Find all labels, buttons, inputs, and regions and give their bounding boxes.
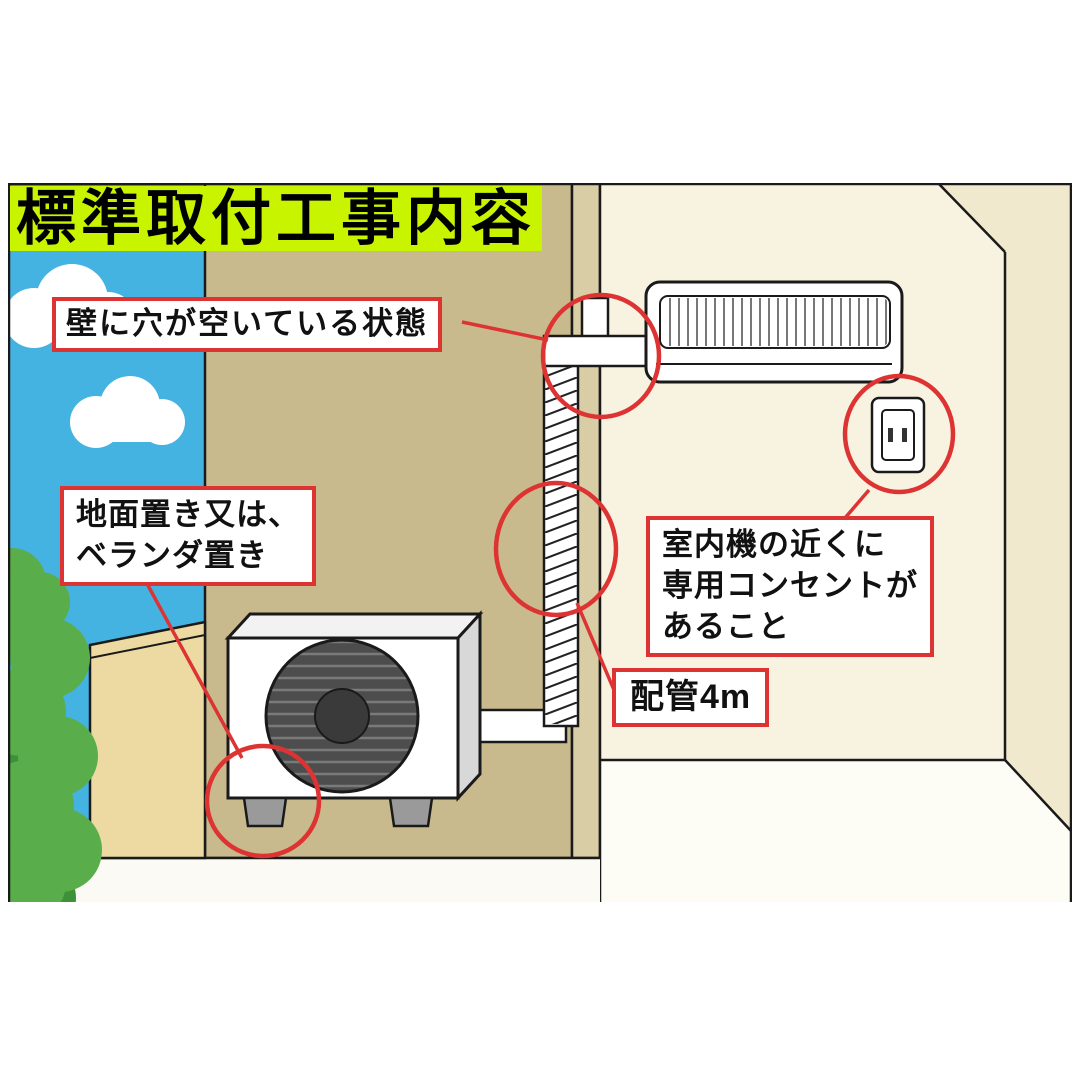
callout-outlet-line2: 専用コンセントが <box>662 567 918 603</box>
callout-wall-hole: 壁に穴が空いている状態 <box>52 297 443 352</box>
interior-back-wall <box>600 183 1072 760</box>
pipe-through-wall <box>542 334 656 368</box>
callout-placement-line1: 地面置き又は、 <box>76 497 300 532</box>
cloud <box>70 376 185 448</box>
callout-line-outlet <box>843 488 871 520</box>
callout-placement: 地面置き又は、 ベランダ置き <box>60 486 316 586</box>
callout-piping: 配管4m <box>612 668 770 727</box>
pipe-corrugated-vertical <box>542 362 580 728</box>
highlight-circle-wall-hole <box>540 292 662 420</box>
callout-piping-text: 配管4m <box>630 678 752 716</box>
callout-outlet: 室内機の近くに 専用コンセントが あること <box>646 516 934 657</box>
illustration-border <box>8 183 1072 902</box>
highlight-circle-piping <box>493 480 619 618</box>
highlight-circle-outdoor-unit-feet <box>204 743 322 859</box>
interior-floor <box>600 760 1072 902</box>
callout-outlet-line1: 室内機の近くに <box>662 527 886 562</box>
outdoor-unit-foot <box>388 796 434 828</box>
callout-wall-hole-text: 壁に穴が空いている状態 <box>66 306 429 341</box>
balcony-fence <box>88 620 207 860</box>
exterior-ground <box>8 858 600 902</box>
callout-line-placement <box>143 579 244 759</box>
callout-line-wall-hole <box>461 320 549 342</box>
power-outlet <box>870 396 926 474</box>
outdoor-unit-foot <box>242 796 288 828</box>
callout-placement-line2: ベランダ置き <box>76 537 268 573</box>
page-title: 標準取付工事内容 <box>10 186 542 251</box>
bush <box>8 548 102 902</box>
callout-outlet-line3: あること <box>662 608 790 644</box>
pipe-interior-stub <box>580 296 610 342</box>
callout-line-piping <box>575 602 616 691</box>
highlight-circle-outlet <box>842 373 956 495</box>
interior-wall-edges <box>598 183 1072 902</box>
indoor-unit <box>644 280 904 384</box>
outdoor-unit <box>224 610 484 828</box>
